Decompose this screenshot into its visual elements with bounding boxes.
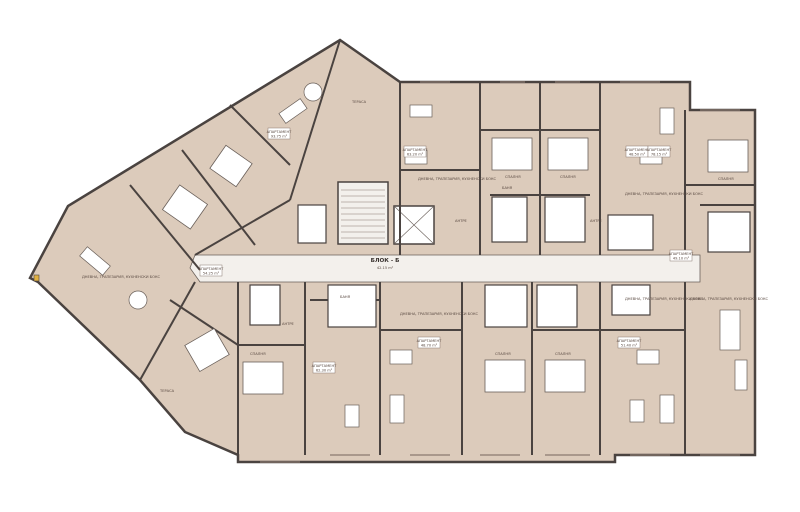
bathroom [611,284,651,316]
dining-table [636,349,660,365]
block-title: БЛОК - Б [371,258,400,264]
bathroom [297,204,327,244]
dining-table [719,309,741,351]
apartment-tag: АПАРТАМЕНТ 78.15 m² [647,145,673,158]
sofa [79,246,111,276]
bathroom [491,196,528,243]
room-label-bedroom: СПАЛНЯ [495,352,511,356]
bed [209,144,253,188]
beds [161,137,749,395]
room-labels: ДНЕВНА, ТРАПЕЗАРИЯ, КУХНЕНСКИ БОКС ДНЕВН… [82,100,769,393]
bathroom [249,284,281,326]
bathroom [484,284,528,328]
apartment-tag: АПАРТАМЕНТ 48.70 m² [417,336,443,349]
sofa [409,104,433,118]
apartment-area: 49.10 m² [673,257,690,261]
windows [260,81,740,463]
room-label-bedroom: СПАЛНЯ [560,175,576,179]
apartment-tag: АПАРТАМЕНТ 49.10 m² [669,249,695,262]
apartment-area: 51.40 m² [621,344,638,348]
room-label-hall: АНТРЕ [282,322,295,326]
apartment-name: АПАРТАМЕНТ [199,267,225,271]
bathrooms [249,196,751,328]
dining-table [303,82,323,102]
apartment-area: 48.50 m² [629,153,646,157]
room-label-living: ДНЕВНА, ТРАПЕЗАРИЯ, КУХНЕНСКИ БОКС [400,312,479,316]
bed [544,359,586,393]
room-label-living: ДНЕВНА, ТРАПЕЗАРИЯ, КУХНЕНСКИ БОКС [82,275,161,279]
apartment-name: АПАРТАМЕНТ [267,130,293,134]
apartment-name: АПАРТАМЕНТ [617,339,643,343]
sofa [659,107,675,135]
apartment-tag: АПАРТАМЕНТ 51.40 m² [617,336,643,349]
room-label-bedroom: СПАЛНЯ [718,177,734,181]
apartment-name: АПАРТАМЕНТ [625,148,651,152]
room-label-living: ДНЕВНА, ТРАПЕЗАРИЯ, КУХНЕНСКИ БОКС [690,297,769,301]
sofa [659,394,675,424]
bathroom [536,284,578,328]
bed [484,359,526,393]
bed [491,137,533,171]
apartment-tag: АПАРТАМЕНТ 54.25 m² [199,264,225,277]
apartment-name: АПАРТАМЕНТ [417,339,443,343]
apartment-name: АПАРТАМЕНТ [403,148,429,152]
dining-table [389,349,413,365]
room-label-hall: АНТРЕ [590,219,603,223]
room-label-bath: БАНЯ [340,295,351,299]
sofa [389,394,405,424]
apartment-name: АПАРТАМЕНТ [669,252,695,256]
apartment-area: 62.30 m² [316,369,333,373]
room-label-living: ДНЕВНА, ТРАПЕЗАРИЯ, КУХНЕНСКИ БОКС [625,297,704,301]
bathroom [707,211,751,253]
bed [184,327,230,373]
bathroom [327,284,377,328]
apartment-area: 93.75 m² [271,135,288,139]
room-label-living: ДНЕВНА, ТРАПЕЗАРИЯ, КУХНЕНСКИ БОКС [418,177,497,181]
block-subtitle: 42.15 m² [377,266,394,270]
room-label-hall: АНТРЕ [455,219,468,223]
north-marker [33,274,40,282]
bathroom [607,214,654,251]
apartment-name: АПАРТАМЕНТ [647,148,673,152]
bed [547,137,589,171]
interior-walls [129,39,755,462]
apartment-area: 54.25 m² [203,272,220,276]
bed [161,184,209,230]
room-label-terrace: ТЕРАСА [159,389,175,393]
room-label-terrace: ТЕРАСА [351,100,367,104]
room-label-bedroom: СПАЛНЯ [555,352,571,356]
dining-table [128,290,148,310]
corridor [189,254,701,283]
apartment-tag: АПАРТАМЕНТ 63.20 m² [403,145,429,158]
bathroom [544,196,586,243]
room-label-bath: БАНЯ [502,186,513,190]
furniture [79,82,748,428]
apartment-tag: АПАРТАМЕНТ 93.75 m² [267,127,293,140]
armchair [629,399,645,423]
room-label-living: ДНЕВНА, ТРАПЕЗАРИЯ, КУХНЕНСКИ БОКС [625,192,704,196]
block-label: БЛОК - Б 42.15 m² [371,258,400,270]
apartment-area: 48.70 m² [421,344,438,348]
apartment-area: 63.20 m² [407,153,424,157]
apartment-tag: АПАРТАМЕНТ 62.30 m² [312,361,338,374]
apartment-area: 78.15 m² [651,153,668,157]
sofa [734,359,748,391]
armchair [344,404,360,428]
bed [242,361,284,395]
apartment-name: АПАРТАМЕНТ [312,364,338,368]
room-label-bedroom: СПАЛНЯ [505,175,521,179]
sofa [278,98,308,124]
bed [707,139,749,173]
room-label-bedroom: СПАЛНЯ [250,352,266,356]
